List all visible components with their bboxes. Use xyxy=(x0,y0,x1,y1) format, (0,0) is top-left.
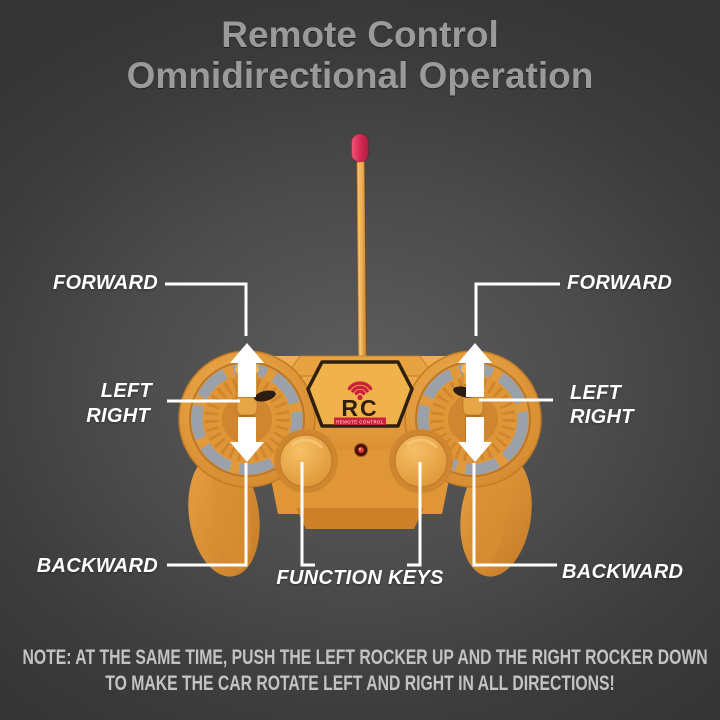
right-down-arrow-icon xyxy=(458,417,492,462)
brand-banner-text: REMOTE CONTROL xyxy=(336,419,384,424)
label-right-backward: BACKWARD xyxy=(562,561,684,583)
left-up-arrow-icon xyxy=(230,343,264,397)
left-joystick xyxy=(179,351,315,487)
left-down-arrow-icon xyxy=(230,417,264,462)
antenna-tip xyxy=(351,133,369,163)
wifi-icon xyxy=(347,381,373,401)
label-right-right: RIGHT xyxy=(570,406,634,428)
left-stick-slot xyxy=(254,390,276,402)
callout-lines xyxy=(165,282,560,567)
note-text: NOTE: AT THE SAME TIME, PUSH THE LEFT RO… xyxy=(0,645,720,697)
left-forward-line xyxy=(165,282,248,336)
brand-banner xyxy=(334,417,386,425)
label-left-forward: FORWARD xyxy=(52,272,158,294)
label-left-left: LEFT xyxy=(100,380,152,402)
rc-controller: RC REMOTE CONTROL xyxy=(179,133,541,577)
page-title-line2: Omnidirectional Operation xyxy=(126,55,594,96)
label-function-keys: FUNCTION KEYS xyxy=(276,567,444,589)
function-key-left-line xyxy=(300,462,315,567)
right-up-arrow-icon xyxy=(458,343,492,397)
power-led xyxy=(354,443,368,457)
label-right-left: LEFT xyxy=(570,382,622,404)
function-button-left xyxy=(272,427,340,495)
label-left-right: RIGHT xyxy=(86,405,150,427)
label-left-backward: BACKWARD xyxy=(36,555,158,577)
left-backward-line xyxy=(167,463,248,567)
direction-arrows xyxy=(230,343,492,462)
antenna xyxy=(351,133,369,379)
label-right-forward: FORWARD xyxy=(567,272,673,294)
right-backward-line xyxy=(472,463,557,567)
note-line1: NOTE: AT THE SAME TIME, PUSH THE LEFT RO… xyxy=(22,646,708,669)
page-title-line1: Remote Control xyxy=(221,14,499,55)
brand-text: RC xyxy=(341,395,378,421)
page-title: Remote Control Omnidirectional Operation xyxy=(0,14,720,96)
function-key-right-line xyxy=(407,462,422,567)
note-line2: TO MAKE THE CAR ROTATE LEFT AND RIGHT IN… xyxy=(105,672,615,695)
right-forward-line xyxy=(474,282,560,336)
brand-badge: RC REMOTE CONTROL xyxy=(306,360,414,428)
